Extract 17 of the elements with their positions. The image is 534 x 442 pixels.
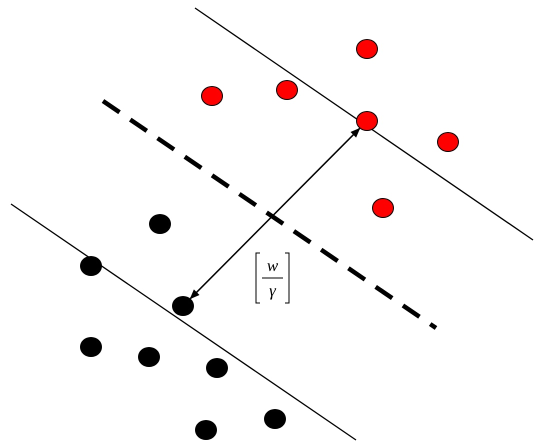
positive-sample-dot <box>372 198 394 218</box>
negative-sample-dot <box>149 214 171 234</box>
double-headed-arrow <box>190 128 360 300</box>
negative-sample-dot <box>206 358 228 378</box>
numerator-symbol: w <box>266 257 280 275</box>
negative-sample-dot <box>264 409 286 429</box>
negative-sample-dot <box>172 296 194 316</box>
positive-sample-dot <box>356 39 378 59</box>
positive-sample-dot <box>356 111 378 131</box>
positive-sample-dot <box>437 132 459 152</box>
denominator-symbol: γ <box>268 282 278 300</box>
negative-sample-dot <box>80 256 102 276</box>
negative-sample-dot <box>138 347 160 367</box>
positive-sample-dot <box>201 86 223 106</box>
negative-sample-dot <box>80 337 102 357</box>
positive-sample-dot <box>276 80 298 100</box>
negative-sample-dot <box>195 420 217 440</box>
